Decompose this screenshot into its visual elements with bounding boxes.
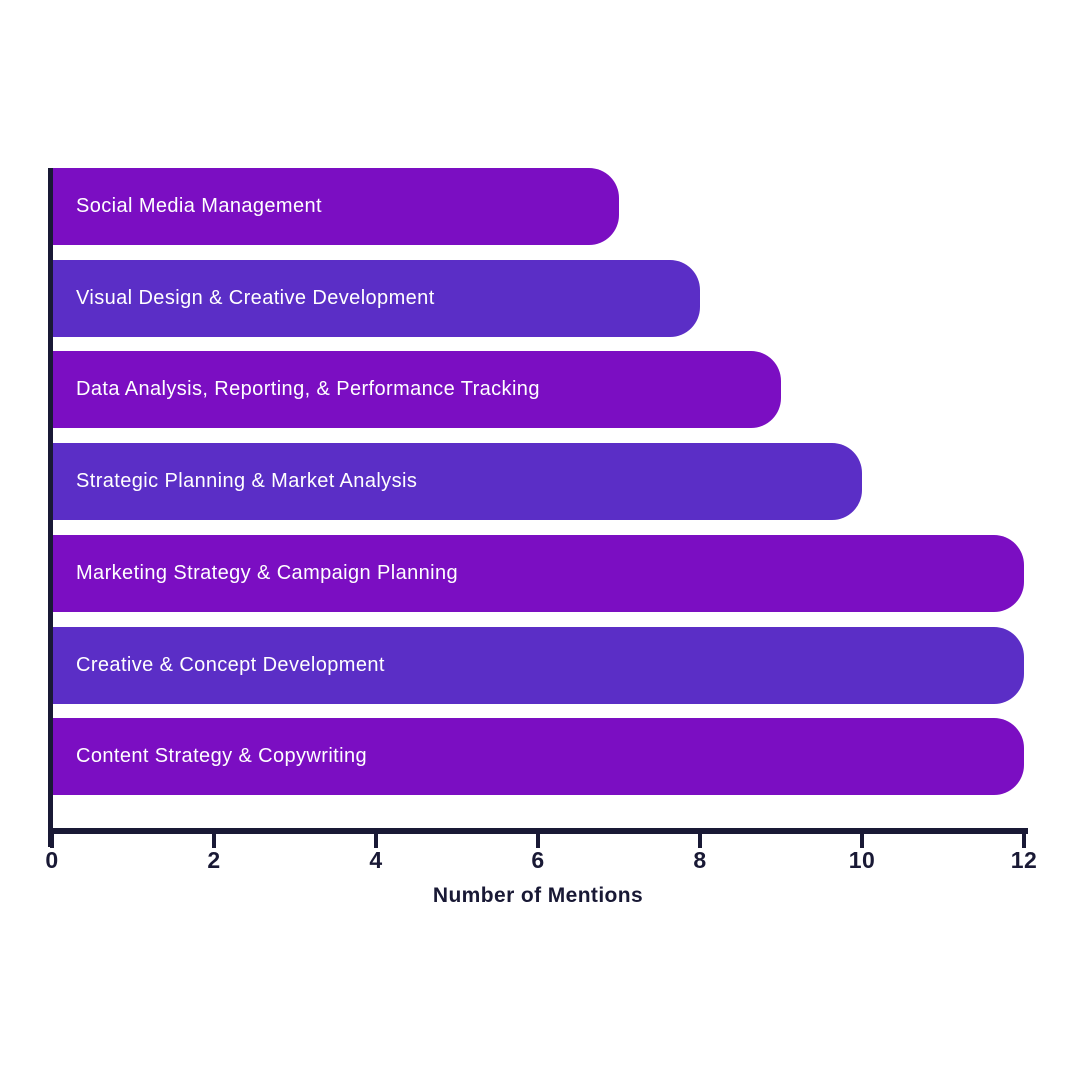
x-axis-tick-10 (860, 834, 864, 848)
x-axis-title: Number of Mentions (432, 884, 644, 907)
bar-social-media-management: Social Media Management (52, 168, 619, 245)
bar-marketing-strategy-campaign-planning: Marketing Strategy & Campaign Planning (52, 535, 1024, 612)
x-axis-tick-label-4: 4 (369, 847, 383, 873)
x-axis-tick-0 (50, 834, 54, 848)
bar-label: Social Media Management (76, 195, 322, 217)
bar-creative-concept-development: Creative & Concept Development (52, 627, 1024, 704)
bar-label: Visual Design & Creative Development (76, 287, 435, 309)
y-axis-line (48, 168, 53, 847)
x-axis-tick-6 (536, 834, 540, 848)
x-axis-tick-label-0: 0 (45, 847, 59, 873)
bar-label: Content Strategy & Copywriting (76, 745, 368, 767)
x-axis-tick-4 (374, 834, 378, 848)
x-axis-tick-label-8: 8 (693, 847, 707, 873)
bar-label: Data Analysis, Reporting, & Performance … (76, 378, 540, 400)
x-axis-tick-label-10: 10 (848, 847, 876, 873)
bar-strategic-planning-market-analysis: Strategic Planning & Market Analysis (52, 443, 862, 520)
x-axis-tick-2 (212, 834, 216, 848)
x-axis-tick-12 (1022, 834, 1026, 848)
x-axis-line (48, 828, 1028, 834)
bar-label: Marketing Strategy & Campaign Planning (76, 562, 459, 584)
bar-data-analysis-reporting-performance-tracking: Data Analysis, Reporting, & Performance … (52, 351, 781, 428)
x-axis-tick-label-6: 6 (531, 847, 545, 873)
x-axis-tick-label-12: 12 (1010, 847, 1038, 873)
bar-label: Creative & Concept Development (76, 654, 385, 676)
bar-content-strategy-copywriting: Content Strategy & Copywriting (52, 718, 1024, 795)
x-axis-tick-label-2: 2 (207, 847, 221, 873)
bar-label: Strategic Planning & Market Analysis (76, 470, 418, 492)
bar-visual-design-creative-development: Visual Design & Creative Development (52, 260, 700, 337)
x-axis-tick-8 (698, 834, 702, 848)
